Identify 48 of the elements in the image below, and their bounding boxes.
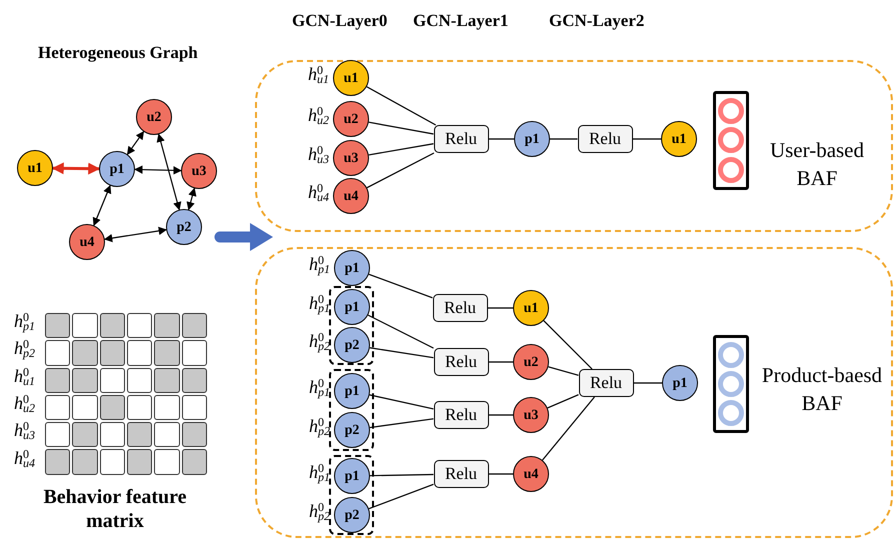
connector-line bbox=[548, 366, 579, 376]
arrow bbox=[92, 184, 112, 226]
module-panel bbox=[255, 60, 893, 232]
connector-line bbox=[543, 320, 592, 370]
connector-line bbox=[366, 86, 436, 126]
relu-box: Relu bbox=[578, 369, 634, 397]
module-panel bbox=[255, 247, 893, 538]
arrow bbox=[104, 226, 168, 242]
relu-box: Relu bbox=[432, 294, 488, 322]
arrow bbox=[126, 130, 144, 156]
relu-box: Relu bbox=[434, 460, 488, 488]
arrow bbox=[134, 165, 182, 175]
connector-line bbox=[370, 418, 434, 428]
connector-line bbox=[488, 307, 513, 309]
layer-heading: GCN-Layer2 bbox=[549, 10, 644, 32]
connector-line bbox=[368, 122, 434, 135]
connector-line bbox=[368, 143, 434, 156]
graph-heading: Heterogeneous Graph bbox=[38, 42, 198, 64]
arrow bbox=[52, 162, 100, 175]
layer-heading: GCN-Layer0 bbox=[292, 10, 388, 32]
connector-line bbox=[488, 138, 514, 140]
connector-line bbox=[550, 138, 578, 140]
layer-heading: GCN-Layer1 bbox=[413, 10, 508, 32]
connector-line bbox=[369, 394, 434, 410]
connector-line bbox=[368, 314, 434, 349]
connector-line bbox=[368, 484, 434, 510]
arrow bbox=[156, 134, 182, 210]
arrow bbox=[186, 188, 196, 210]
module-title: User-based BAF bbox=[768, 137, 866, 192]
connector-line bbox=[366, 152, 434, 188]
relu-box: Relu bbox=[434, 125, 488, 153]
connector-line bbox=[632, 138, 661, 140]
relu-box: Relu bbox=[434, 348, 488, 376]
relu-box: Relu bbox=[434, 401, 488, 429]
feature-vector-drawing bbox=[713, 335, 749, 433]
feature-vector-drawing bbox=[713, 91, 749, 190]
connector-line bbox=[488, 361, 513, 363]
connector-line bbox=[368, 274, 433, 298]
connector-line bbox=[488, 414, 513, 416]
connector-line bbox=[542, 396, 595, 460]
module-title: Product-baesd BAF bbox=[760, 362, 884, 418]
connector-line bbox=[634, 382, 662, 384]
connector-line bbox=[370, 474, 434, 476]
relu-box: Relu bbox=[578, 125, 632, 153]
connector-line bbox=[547, 394, 579, 408]
connector-line bbox=[488, 473, 513, 475]
matrix-heading: Behavior feature matrix bbox=[42, 485, 188, 533]
connector-line bbox=[370, 347, 434, 358]
